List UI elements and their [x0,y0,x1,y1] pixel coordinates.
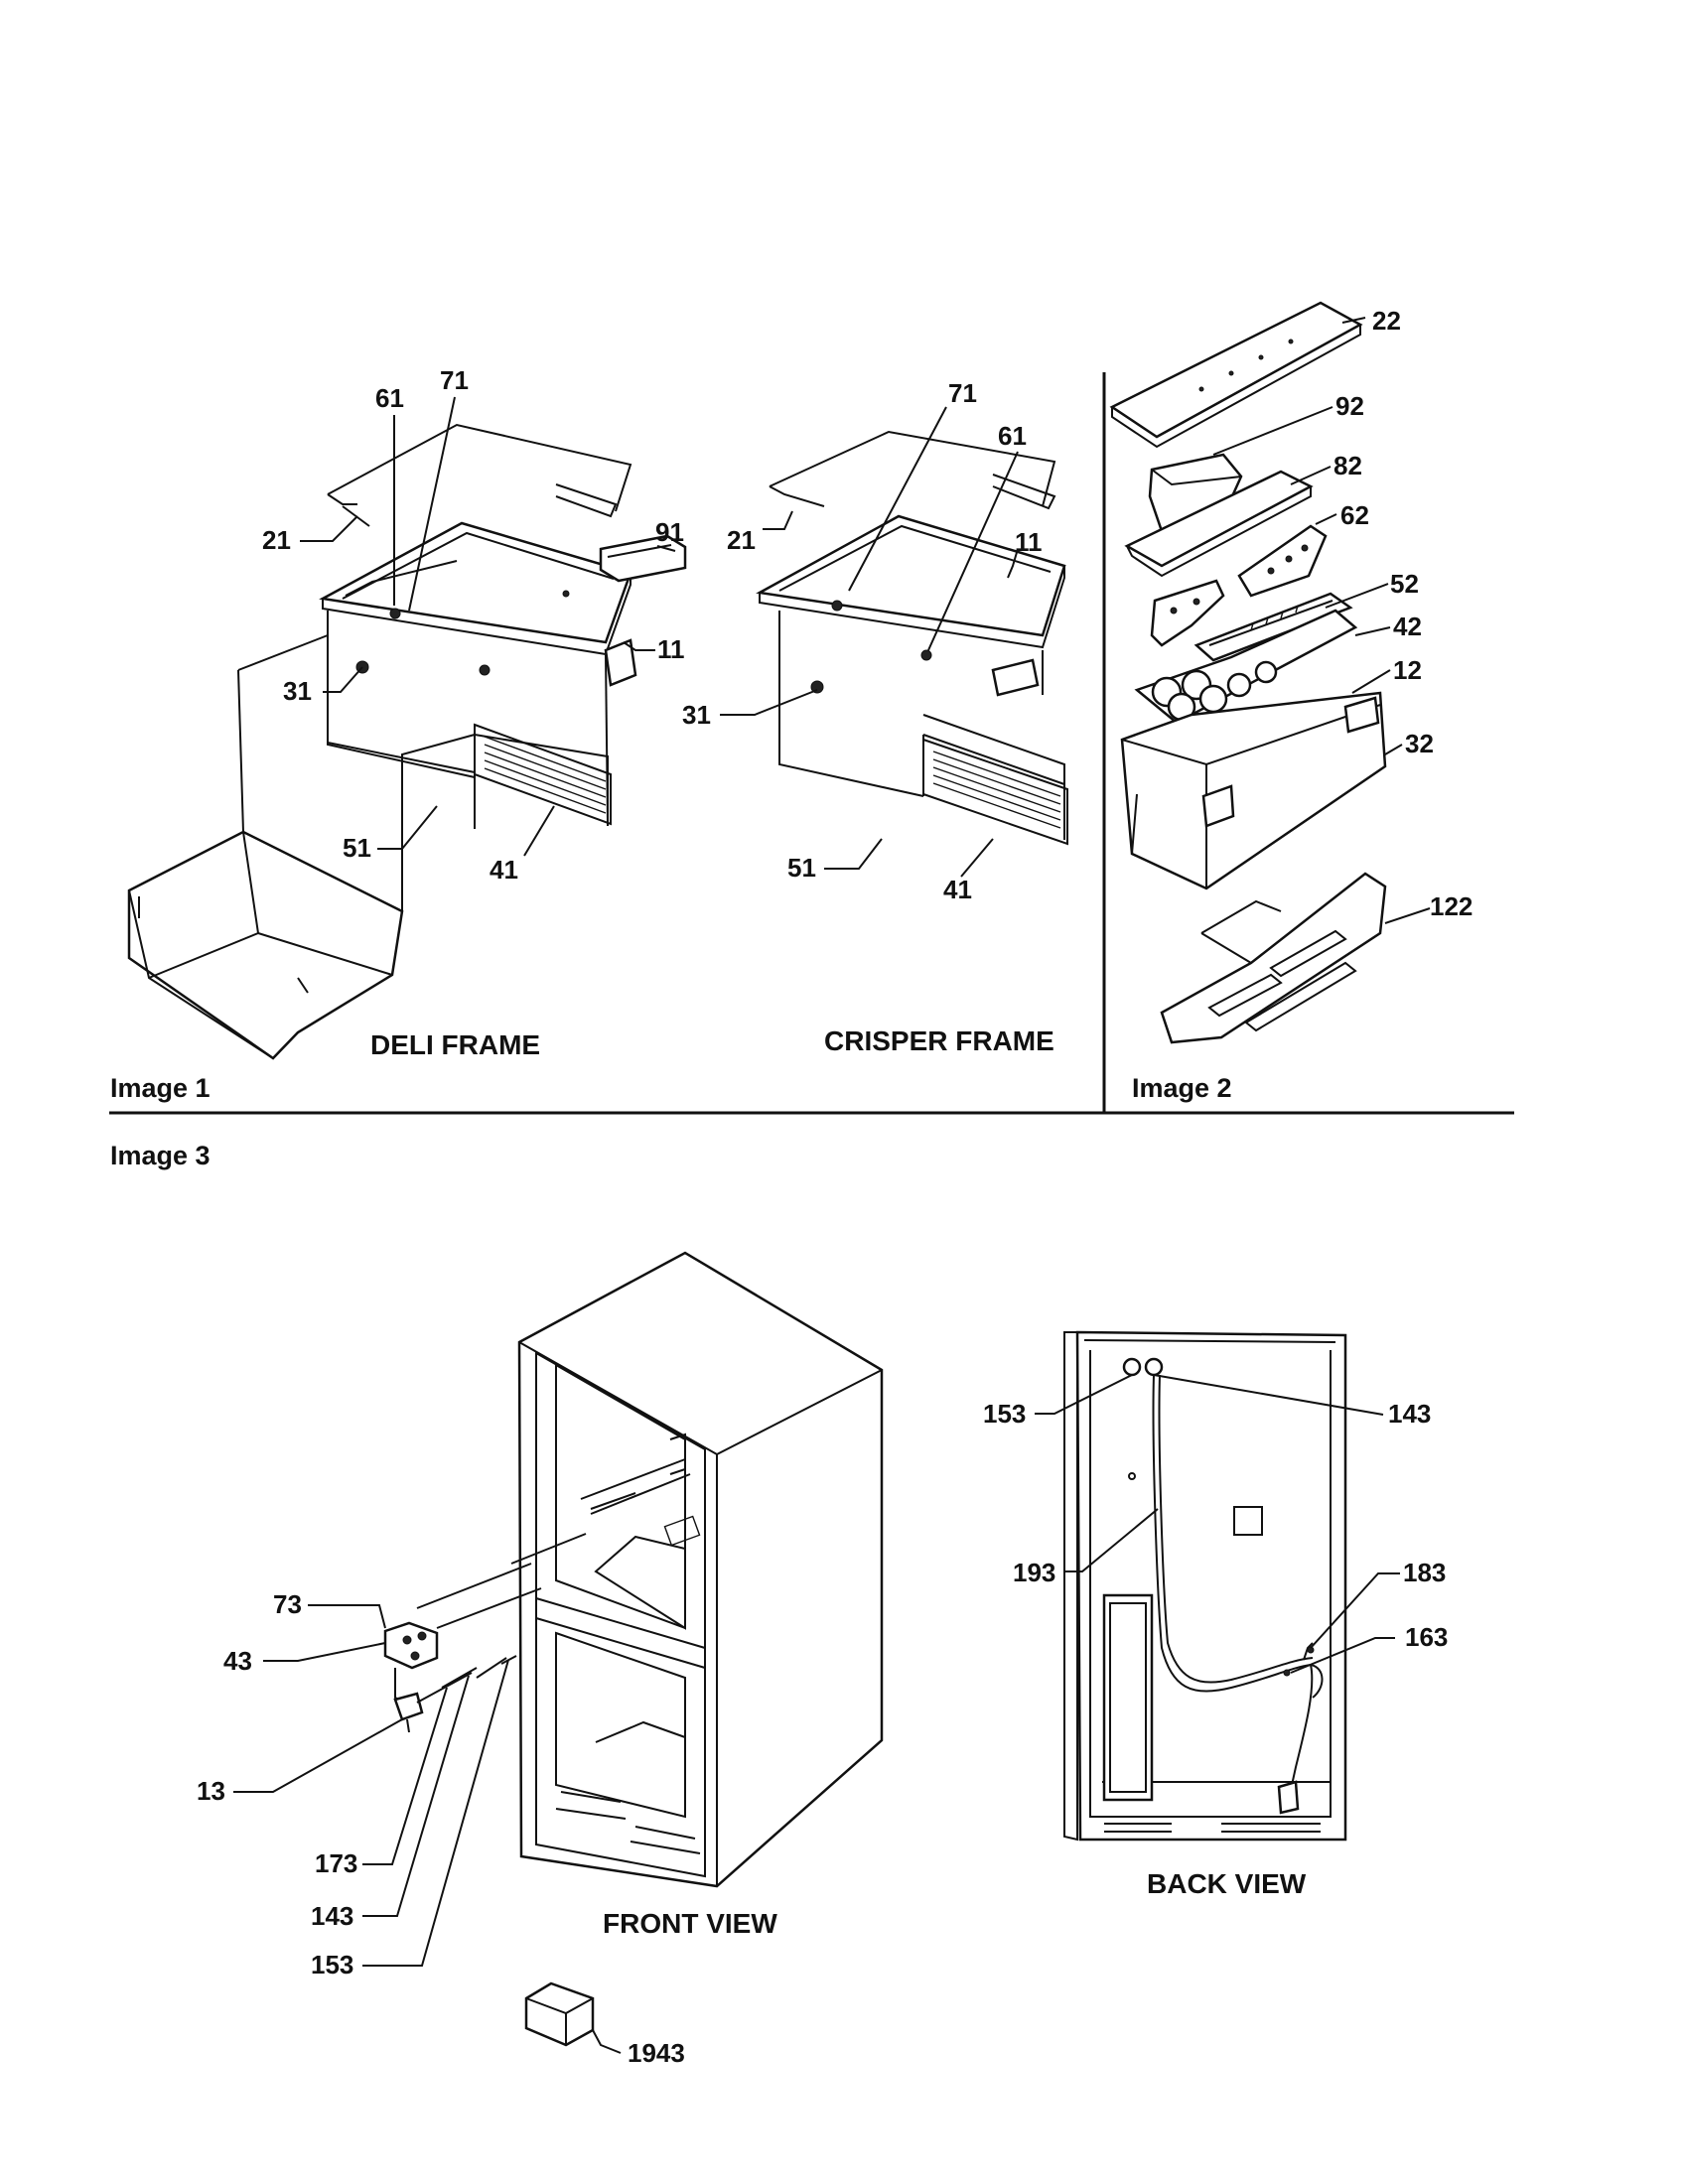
captions: DELI FRAME CRISPER FRAME FRONT VIEW BACK… [370,1025,1307,1939]
callouts-deli: 61 71 91 21 11 31 51 41 [262,365,685,885]
callout-front-73: 73 [273,1589,302,1619]
callout-front-153: 153 [311,1950,353,1979]
callout-front-43: 43 [223,1646,252,1676]
callout-door-12: 12 [1393,655,1422,685]
deli-frame-drawing [127,423,687,1060]
callout-door-62: 62 [1340,500,1369,530]
crisper-frame-drawing [756,430,1068,846]
callout-door-42: 42 [1393,612,1422,641]
caption-crisper-frame: CRISPER FRAME [824,1025,1054,1056]
callout-back-183: 183 [1403,1558,1446,1587]
panel-label-image-1: Image 1 [110,1073,210,1103]
callout-door-92: 92 [1335,391,1364,421]
callout-front-13: 13 [197,1776,225,1806]
callout-door-52: 52 [1390,569,1419,599]
callout-deli-11: 11 [657,634,685,664]
callout-back-153: 153 [983,1399,1026,1429]
caption-back-view: BACK VIEW [1147,1868,1307,1899]
callout-deli-91: 91 [655,517,684,547]
callout-deli-41: 41 [490,855,518,885]
callout-back-143: 143 [1388,1399,1431,1429]
callout-deli-51: 51 [343,833,371,863]
back-view-drawing [1063,1330,1347,1842]
callout-door-32: 32 [1405,729,1434,758]
callouts-front: 73 43 13 173 143 153 1943 [197,1589,685,2068]
callout-crisper-21: 21 [727,525,756,555]
callout-deli-21: 21 [262,525,291,555]
callout-crisper-71: 71 [948,378,977,408]
callout-crisper-11: 11 [1015,527,1043,557]
callout-door-82: 82 [1333,451,1362,480]
leader-lines [233,317,1431,2054]
callouts-back: 153 143 193 183 163 [983,1399,1448,1652]
callout-crisper-61: 61 [998,421,1027,451]
callout-back-193: 193 [1013,1558,1055,1587]
callout-front-1943: 1943 [628,2038,685,2068]
callout-deli-71: 71 [440,365,469,395]
panel-labels: Image 1 Image 2 Image 3 [110,1073,1232,1170]
callout-front-173: 173 [315,1848,357,1878]
panel-dividers [109,372,1514,1115]
callout-crisper-41: 41 [943,875,972,904]
callout-deli-61: 61 [375,383,404,413]
caption-deli-frame: DELI FRAME [370,1029,540,1060]
callout-front-143: 143 [311,1901,353,1931]
panel-label-image-3: Image 3 [110,1141,210,1170]
callout-door-122: 122 [1430,891,1473,921]
callout-crisper-31: 31 [682,700,711,730]
front-view-drawing [383,1251,884,2047]
callout-deli-31: 31 [283,676,312,706]
callouts-crisper: 71 61 21 11 31 51 41 [682,378,1043,904]
panel-label-image-2: Image 2 [1132,1073,1232,1103]
callout-door-22: 22 [1372,306,1401,336]
door-parts-drawing [1109,301,1387,1044]
callout-back-163: 163 [1405,1622,1448,1652]
callouts-door: 22 92 82 62 52 42 12 32 122 [1333,306,1473,921]
caption-front-view: FRONT VIEW [603,1908,777,1939]
callout-crisper-51: 51 [787,853,816,883]
